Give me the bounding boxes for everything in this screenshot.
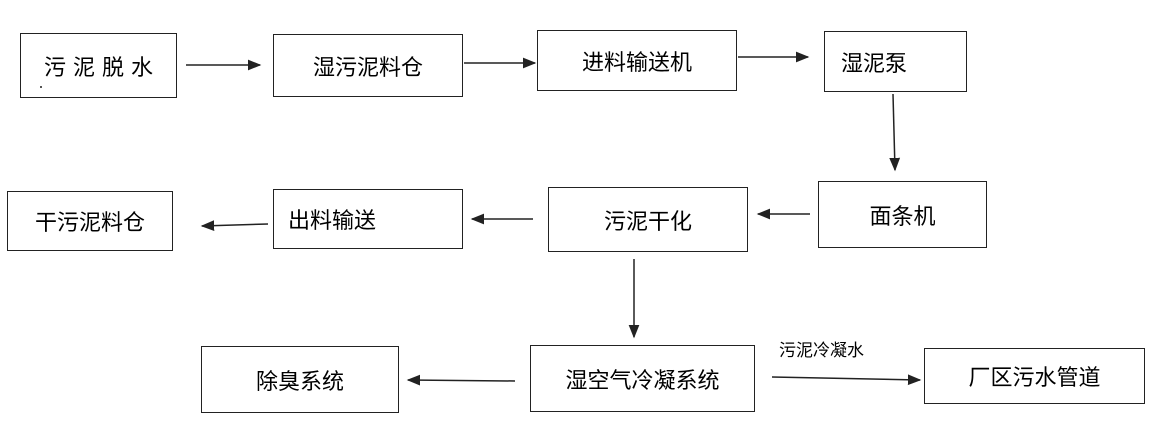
node-discharge-conveying-label: 出料输送 (288, 209, 377, 234)
node-dry-sludge-bin: 干污泥料仓 (7, 191, 173, 251)
node-deodorization-label: 除臭系统 (255, 369, 344, 395)
node-dry-sludge-bin-label: 干污泥料仓 (34, 211, 145, 236)
node-sludge-drying: 污泥干化 (548, 187, 748, 252)
node-sludge-drying-label: 污泥干化 (603, 209, 692, 235)
node-wet-sludge-pump-label: 湿泥泵 (841, 51, 908, 77)
node-wet-sludge-pump: 湿泥泵 (824, 31, 967, 92)
node-humid-air-condensing: 湿空气冷凝系统 (530, 345, 755, 412)
edge-label-condensate: 污泥冷凝水 (779, 341, 864, 361)
arrow-pump-to-noodle (889, 93, 901, 172)
node-wet-sludge-bin-label: 湿污泥料仓 (312, 55, 423, 81)
arrow-discharge-to-drybin (200, 220, 269, 232)
node-plant-sewer: 厂区污水管道 (924, 348, 1145, 404)
arrow-condensing-to-sewer (771, 374, 922, 386)
node-discharge-conveying: 出料输送 (273, 189, 463, 249)
node-plant-sewer-label: 厂区污水管道 (968, 366, 1101, 391)
stray-dot (40, 86, 42, 88)
node-humid-air-condensing-label: 湿空气冷凝系统 (565, 368, 720, 394)
node-sludge-dewatering-label: 污 泥 脱 水 (44, 55, 153, 81)
node-feed-conveyor-label: 进料输送机 (581, 50, 692, 76)
node-deodorization: 除臭系统 (201, 346, 399, 413)
node-sludge-dewatering: 污 泥 脱 水 (20, 33, 177, 98)
node-noodle-machine-label: 面条机 (869, 204, 936, 230)
node-wet-sludge-bin: 湿污泥料仓 (273, 34, 463, 97)
node-feed-conveyor: 进料输送机 (537, 30, 737, 91)
node-noodle-machine: 面条机 (818, 181, 987, 248)
arrow-condensing-to-deodorization (406, 374, 516, 386)
